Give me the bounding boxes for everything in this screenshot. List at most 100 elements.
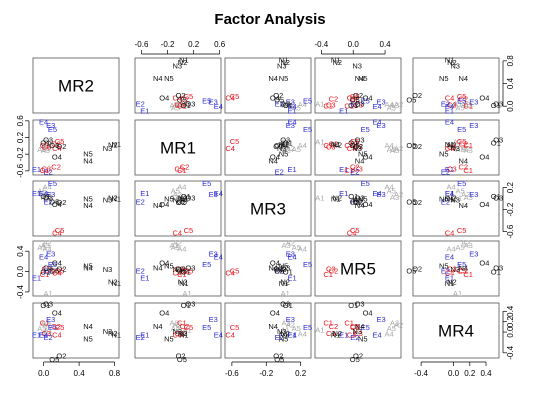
- point-O1: O1: [181, 268, 191, 277]
- point-E1: E1: [339, 107, 348, 116]
- point-E4: E4: [214, 102, 223, 111]
- point-O2: O2: [412, 91, 422, 100]
- point-C1: C1: [344, 319, 354, 328]
- point-E5: E5: [202, 97, 211, 106]
- point-A1: A1: [281, 326, 290, 335]
- point-A5: A5: [387, 103, 396, 112]
- point-C1: C1: [177, 166, 187, 175]
- point-C4: C4: [347, 144, 357, 153]
- point-O5: O5: [274, 141, 284, 150]
- point-A4: A4: [385, 141, 394, 150]
- point-C5: C5: [55, 323, 65, 332]
- point-O1: O1: [491, 139, 501, 148]
- point-E2: E2: [136, 267, 145, 276]
- point-O4: O4: [159, 258, 169, 267]
- diagonal-label-MR5: MR5: [340, 260, 376, 279]
- point-E5: E5: [202, 323, 211, 332]
- point-A2: A2: [461, 190, 470, 199]
- chart-title: Factor Analysis: [214, 11, 326, 28]
- point-A2: A2: [173, 100, 182, 109]
- point-O5: O5: [350, 95, 360, 104]
- point-O3: O3: [355, 300, 365, 309]
- point-C1: C1: [344, 141, 354, 150]
- point-O2: O2: [56, 351, 66, 360]
- point-A5: A5: [171, 324, 180, 333]
- x-tick-label-MR1-0: -0.6: [135, 40, 149, 49]
- point-C5: C5: [230, 137, 240, 146]
- point-N4: N4: [268, 74, 278, 83]
- point-N1: N1: [179, 56, 189, 65]
- point-O3: O3: [493, 194, 503, 203]
- point-A4: A4: [298, 330, 307, 339]
- point-E5: E5: [202, 260, 211, 269]
- point-O4: O4: [52, 308, 62, 317]
- point-A1: A1: [281, 289, 290, 298]
- y-tick-label-MR1-3: 0.6: [16, 115, 25, 127]
- point-O3: O3: [355, 194, 365, 203]
- point-E2: E2: [275, 333, 284, 342]
- point-E3: E3: [377, 315, 386, 324]
- point-N2: N2: [108, 278, 118, 287]
- point-C3: C3: [447, 164, 457, 173]
- point-A3: A3: [170, 193, 179, 202]
- point-E4: E4: [214, 331, 223, 340]
- panel-border-MR3-MR2: [32, 180, 120, 237]
- point-C3: C3: [42, 265, 52, 274]
- point-N5: N5: [83, 149, 93, 158]
- point-C2: C2: [350, 94, 360, 103]
- x-tick-label-MR4-2: 0.2: [464, 369, 476, 378]
- point-N3: N3: [173, 327, 183, 336]
- point-A3: A3: [390, 319, 399, 328]
- point-C5: C5: [457, 267, 467, 276]
- point-C4: C4: [347, 94, 357, 103]
- point-O2: O2: [412, 265, 422, 274]
- point-C3: C3: [175, 329, 185, 338]
- point-O5: O5: [49, 355, 59, 364]
- point-N5: N5: [279, 74, 289, 83]
- x-tick-label-MR3-2: 0.2: [295, 369, 307, 378]
- point-E2: E2: [441, 267, 450, 276]
- point-E5: E5: [361, 179, 370, 188]
- panel-border-MR5-MR1: [134, 240, 222, 297]
- point-A5: A5: [456, 145, 465, 154]
- point-A2: A2: [43, 239, 52, 248]
- point-A4: A4: [298, 100, 307, 109]
- panel-border-MR2-MR1: [134, 57, 222, 114]
- point-N3: N3: [450, 61, 460, 70]
- point-A5: A5: [292, 324, 301, 333]
- point-N5: N5: [279, 334, 289, 343]
- point-E5: E5: [202, 179, 211, 188]
- point-N3: N3: [103, 196, 113, 205]
- point-N1: N1: [331, 331, 341, 340]
- point-O1: O1: [283, 101, 293, 110]
- point-E3: E3: [46, 315, 55, 324]
- point-E4: E4: [445, 102, 454, 111]
- point-O1: O1: [283, 268, 293, 277]
- point-A5: A5: [387, 145, 396, 154]
- point-C4: C4: [225, 144, 235, 153]
- point-O2: O2: [273, 142, 283, 151]
- point-E4: E4: [214, 252, 223, 261]
- point-E1: E1: [32, 189, 41, 198]
- point-O1: O1: [348, 301, 358, 310]
- point-E2: E2: [350, 99, 359, 108]
- point-N3: N3: [103, 144, 113, 153]
- panel-border-MR2-MR4: [412, 57, 500, 114]
- diagonal-label-MR1: MR1: [160, 139, 196, 158]
- point-O4: O4: [159, 94, 169, 103]
- point-C5: C5: [184, 323, 194, 332]
- point-A5: A5: [37, 243, 46, 252]
- point-O2: O2: [176, 351, 186, 360]
- point-A1: A1: [453, 138, 462, 147]
- point-E4: E4: [214, 189, 223, 198]
- point-A3: A3: [170, 319, 179, 328]
- panel-border-MR5-MR3: [224, 240, 312, 297]
- point-N3: N3: [277, 265, 287, 274]
- point-A3: A3: [41, 319, 50, 328]
- point-C1: C1: [463, 141, 473, 150]
